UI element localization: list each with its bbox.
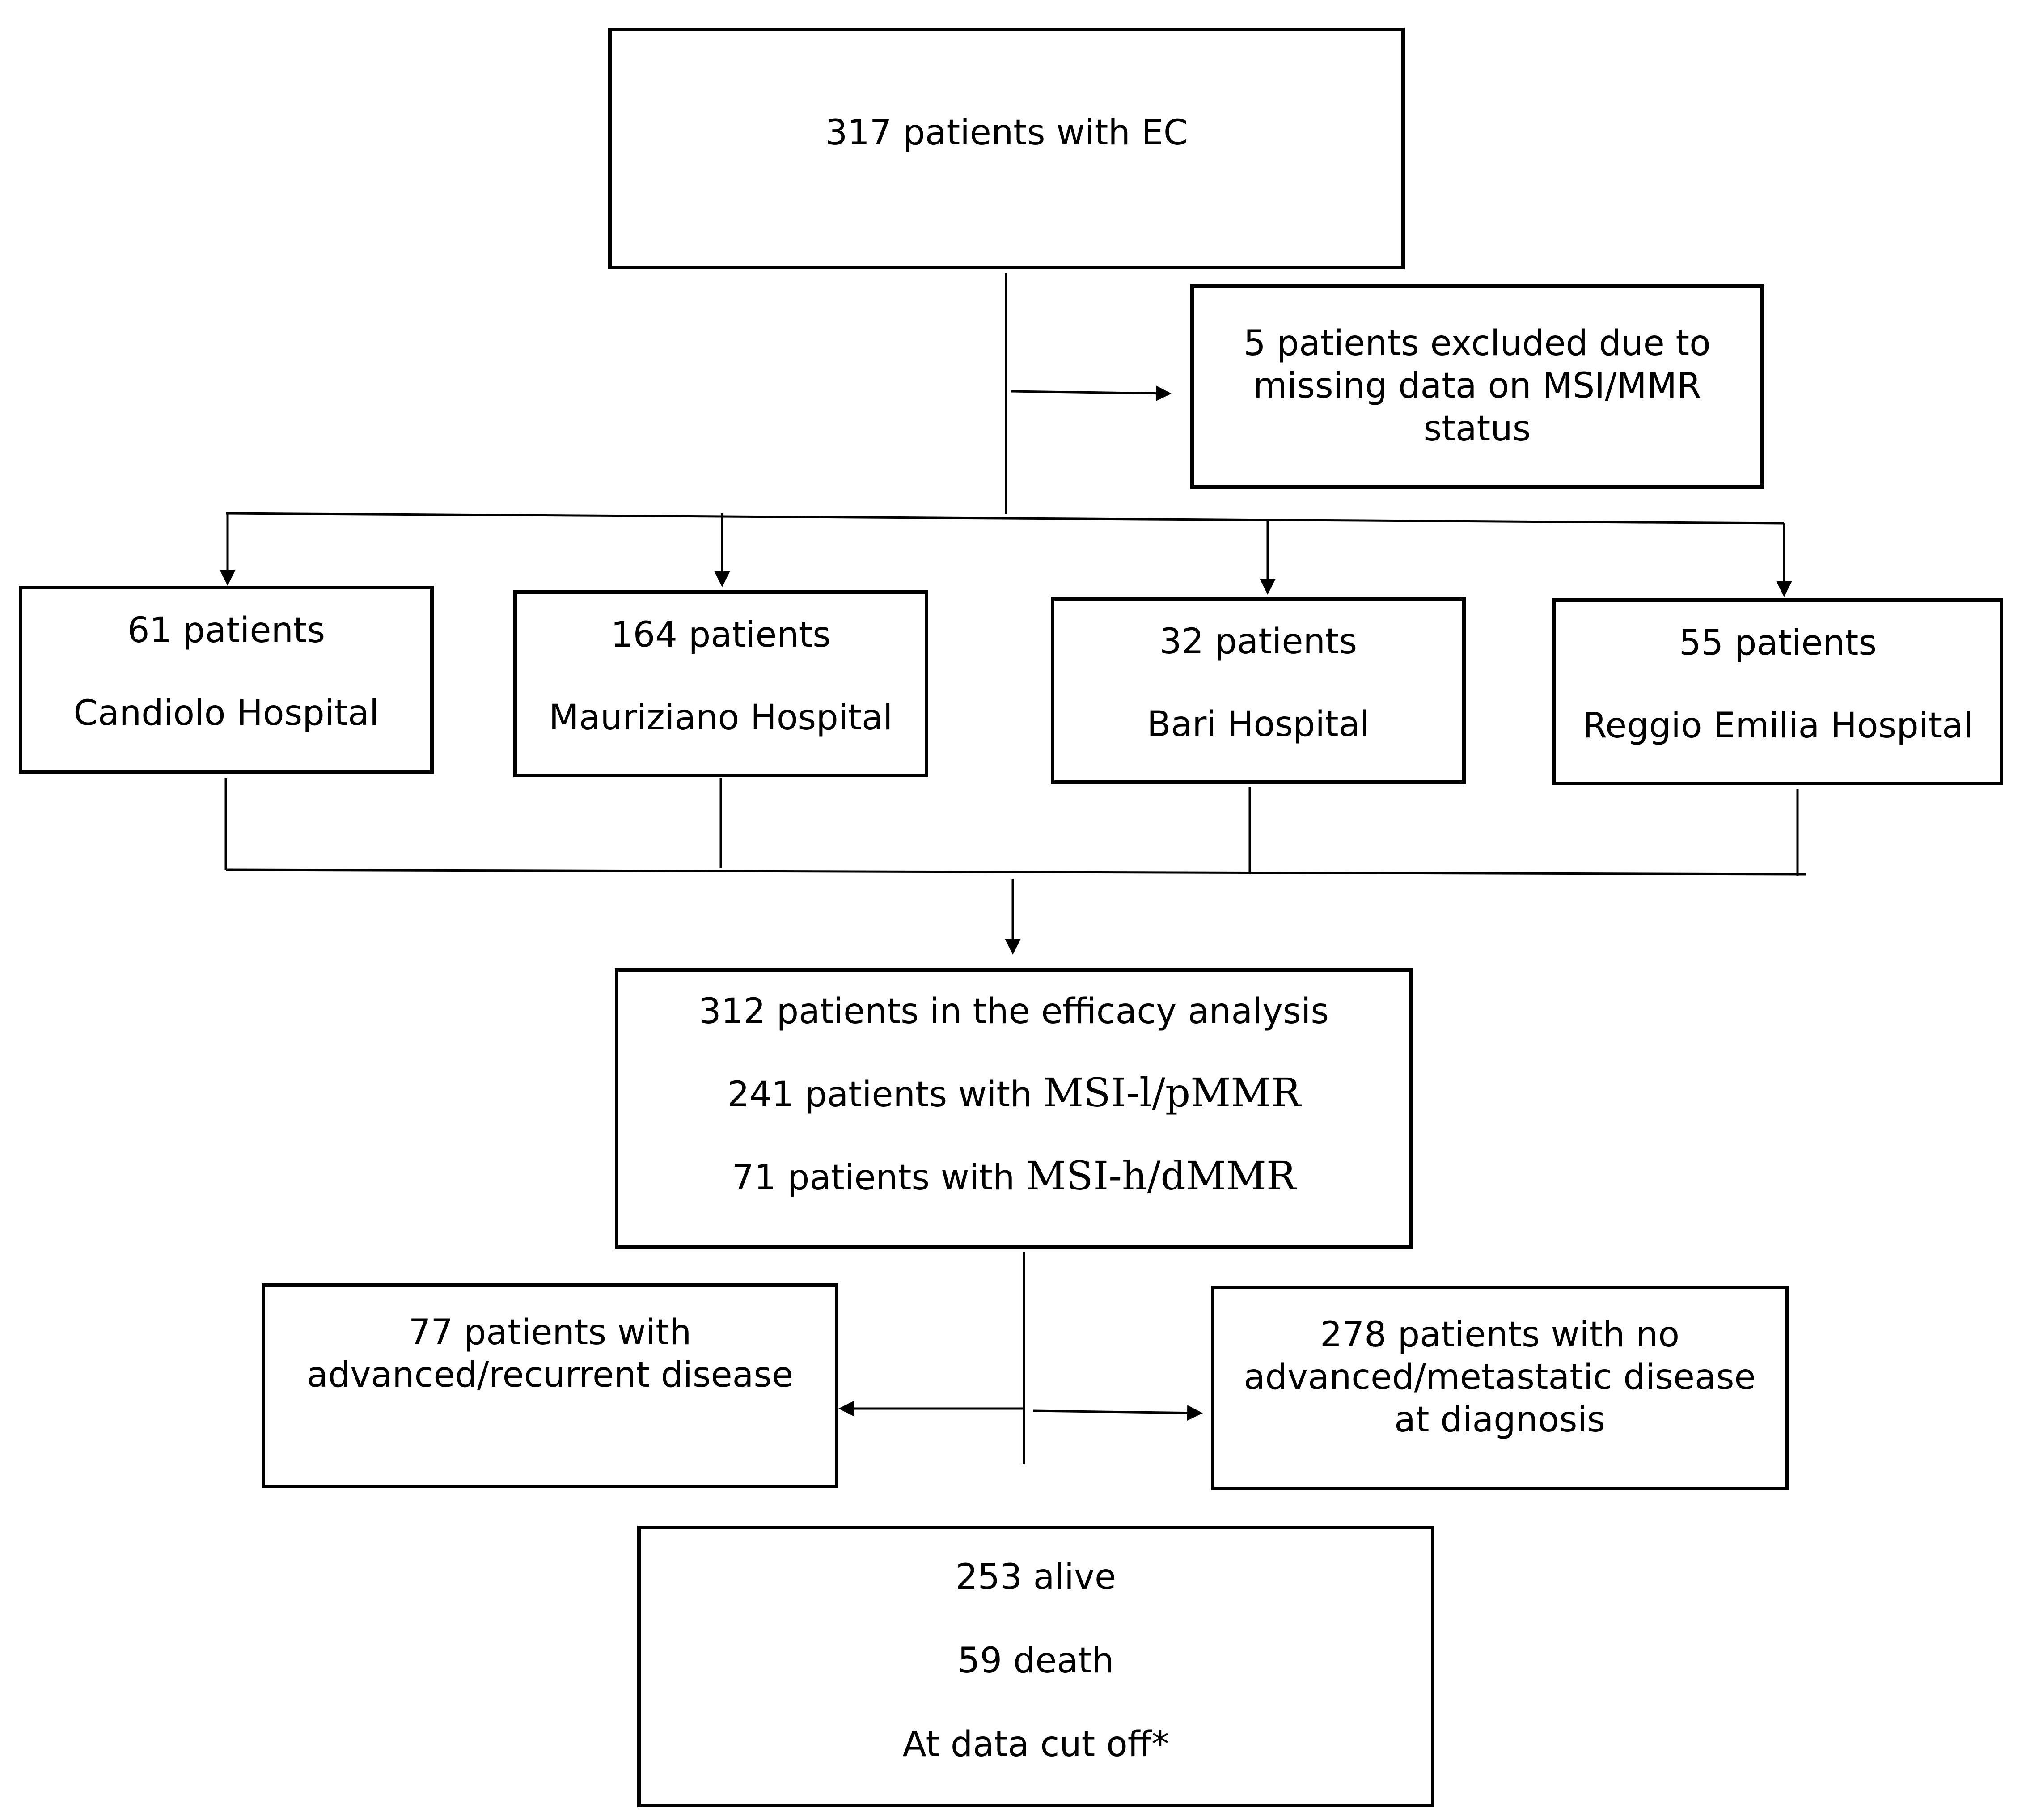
dmmr-term: MSI-h/dMMR (1026, 1152, 1296, 1199)
efficacy-box: 312 patients in the efficacy analysis 24… (615, 968, 1413, 1249)
arrow-to-no-advanced (1032, 1405, 1203, 1421)
reggio-box: 55 patients Reggio Emilia Hospital (1552, 598, 2003, 785)
excluded-line-2: missing data on MSI/MMR (1253, 366, 1701, 406)
mauriziano-site: Mauriziano Hospital (549, 698, 893, 738)
mauriziano-box: 164 patients Mauriziano Hospital (513, 590, 928, 777)
bari-box: 32 patients Bari Hospital (1051, 597, 1466, 784)
no-advanced-line-1: 278 patients with no (1320, 1315, 1680, 1355)
enrolled-label: 317 patients with EC (825, 113, 1188, 153)
advanced-line-1: 77 patients with (408, 1312, 692, 1353)
bari-site: Bari Hospital (1146, 704, 1370, 745)
branch-bar (225, 512, 1785, 525)
advanced-box: 77 patients with advanced/recurrent dise… (262, 1283, 838, 1488)
reggio-site: Reggio Emilia Hospital (1582, 706, 1973, 746)
efficacy-total: 312 patients in the efficacy analysis (698, 991, 1329, 1032)
candiolo-site: Candiolo Hospital (73, 693, 379, 734)
candiolo-box: 61 patients Candiolo Hospital (19, 586, 434, 774)
excluded-box: 5 patients excluded due to missing data … (1190, 284, 1764, 489)
merge-bar (225, 868, 1807, 876)
pmmr-term: MSI-l/pMMR (1043, 1070, 1301, 1116)
no-advanced-line-3: at diagnosis (1394, 1400, 1605, 1440)
efficacy-pmmr-prefix: 241 patients with (727, 1075, 1044, 1115)
enrolled-box: 317 patients with EC (608, 28, 1405, 269)
candiolo-count: 61 patients (127, 610, 326, 651)
bari-count: 32 patients (1159, 622, 1358, 662)
efficacy-dmmr-prefix: 71 patients with (732, 1157, 1026, 1198)
exclusion-arrow (1011, 385, 1172, 402)
outcome-death: 59 death (957, 1641, 1114, 1681)
outcome-box: 253 alive 59 death At data cut off* (637, 1526, 1434, 1807)
outcome-cutoff: At data cut off* (902, 1724, 1169, 1765)
no-advanced-box: 278 patients with no advanced/metastatic… (1211, 1286, 1789, 1490)
no-advanced-line-2: advanced/metastatic disease (1244, 1357, 1756, 1398)
excluded-line-1: 5 patients excluded due to (1244, 323, 1711, 364)
mauriziano-count: 164 patients (611, 615, 831, 655)
efficacy-dmmr: 71 patients with MSI-h/dMMR (732, 1152, 1296, 1200)
excluded-line-3: status (1423, 408, 1531, 449)
efficacy-pmmr: 241 patients with MSI-l/pMMR (727, 1069, 1300, 1117)
outcome-alive: 253 alive (956, 1557, 1116, 1597)
advanced-line-2: advanced/recurrent disease (306, 1355, 794, 1396)
reggio-count: 55 patients (1679, 623, 1877, 663)
